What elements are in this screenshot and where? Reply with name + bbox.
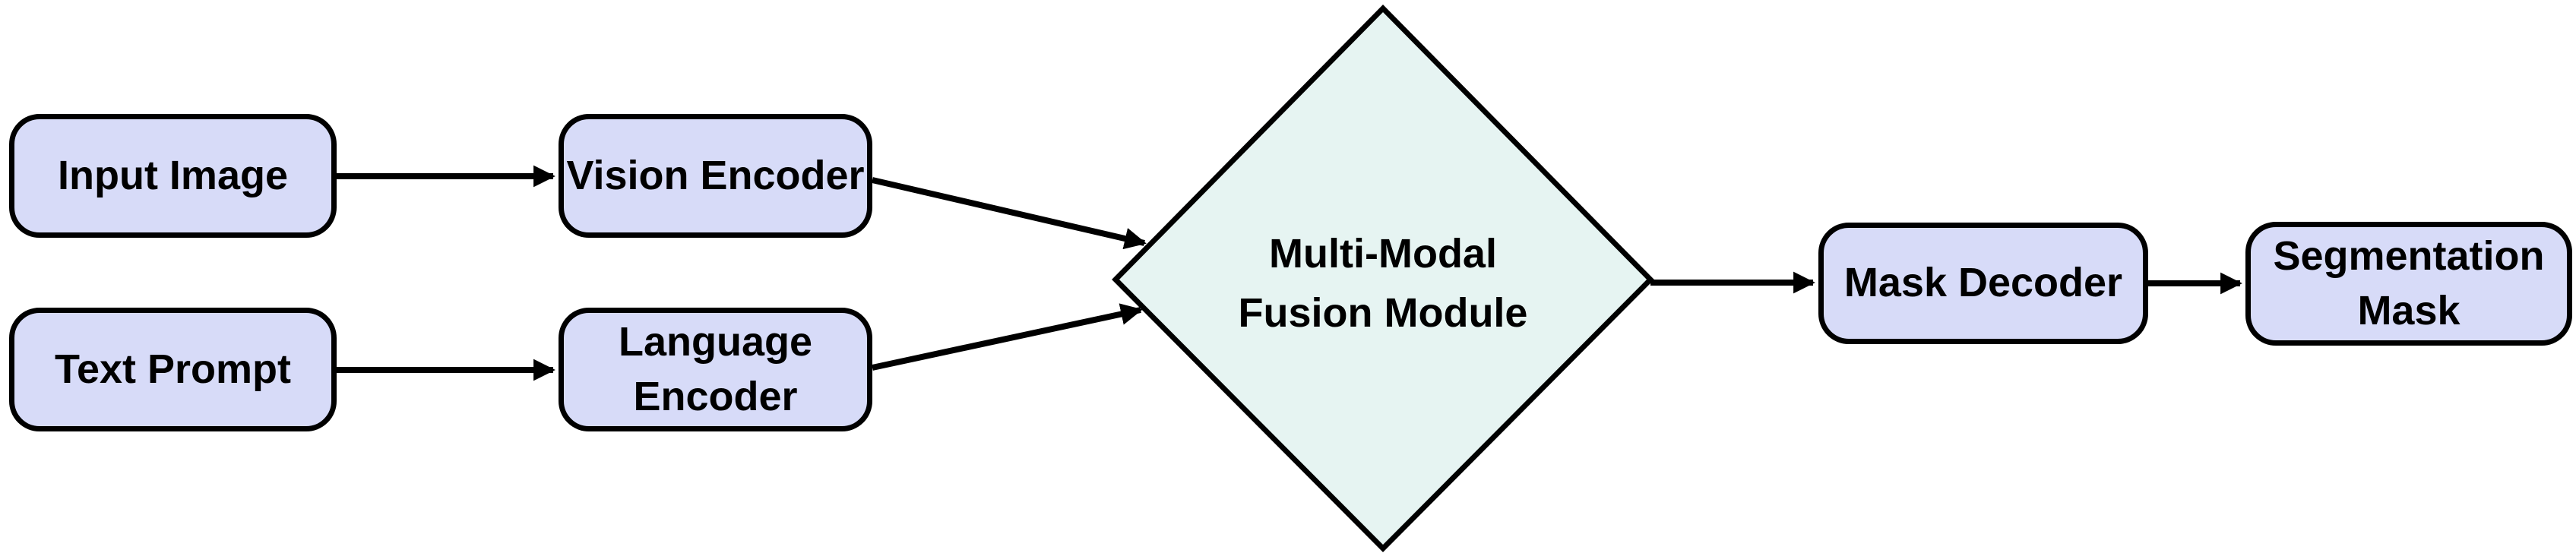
edge-vision-encoder-to-fusion-module xyxy=(872,177,1147,250)
node-fusion-module-text-line1: Multi-Modal xyxy=(1269,230,1497,276)
node-text-prompt-text: Text Prompt xyxy=(54,346,292,392)
node-language-encoder-label: Language Encoder xyxy=(619,315,812,424)
node-input-image-text: Input Image xyxy=(57,152,288,198)
node-mask-decoder-label: Mask Decoder xyxy=(1844,256,2122,310)
node-segmentation-mask-text-line1: Segmentation xyxy=(2273,233,2545,280)
node-text-prompt: Text Prompt xyxy=(9,308,337,431)
node-vision-encoder: Vision Encoder xyxy=(559,114,872,238)
node-fusion-module-text-line2: Fusion Module xyxy=(1238,290,1528,336)
node-mask-decoder-text: Mask Decoder xyxy=(1843,260,2123,306)
node-segmentation-mask-label: Segmentation Mask xyxy=(2273,229,2544,338)
node-segmentation-mask-text-line2: Mask xyxy=(2357,287,2460,333)
node-input-image-label: Input Image xyxy=(58,149,288,203)
node-language-encoder-text-line2: Encoder xyxy=(633,373,798,419)
edge-language-encoder-to-fusion-module xyxy=(872,303,1143,371)
node-input-image: Input Image xyxy=(9,114,337,238)
node-text-prompt-label: Text Prompt xyxy=(55,343,291,397)
node-vision-encoder-text: Vision Encoder xyxy=(566,152,865,198)
node-vision-encoder-label: Vision Encoder xyxy=(566,149,864,203)
node-language-encoder-text-line1: Language xyxy=(618,319,813,365)
node-segmentation-mask: Segmentation Mask xyxy=(2245,222,2572,346)
node-language-encoder: Language Encoder xyxy=(559,308,872,431)
node-mask-decoder: Mask Decoder xyxy=(1818,223,2148,344)
node-fusion-module-label: Multi-Modal Fusion Module xyxy=(1185,213,1581,354)
